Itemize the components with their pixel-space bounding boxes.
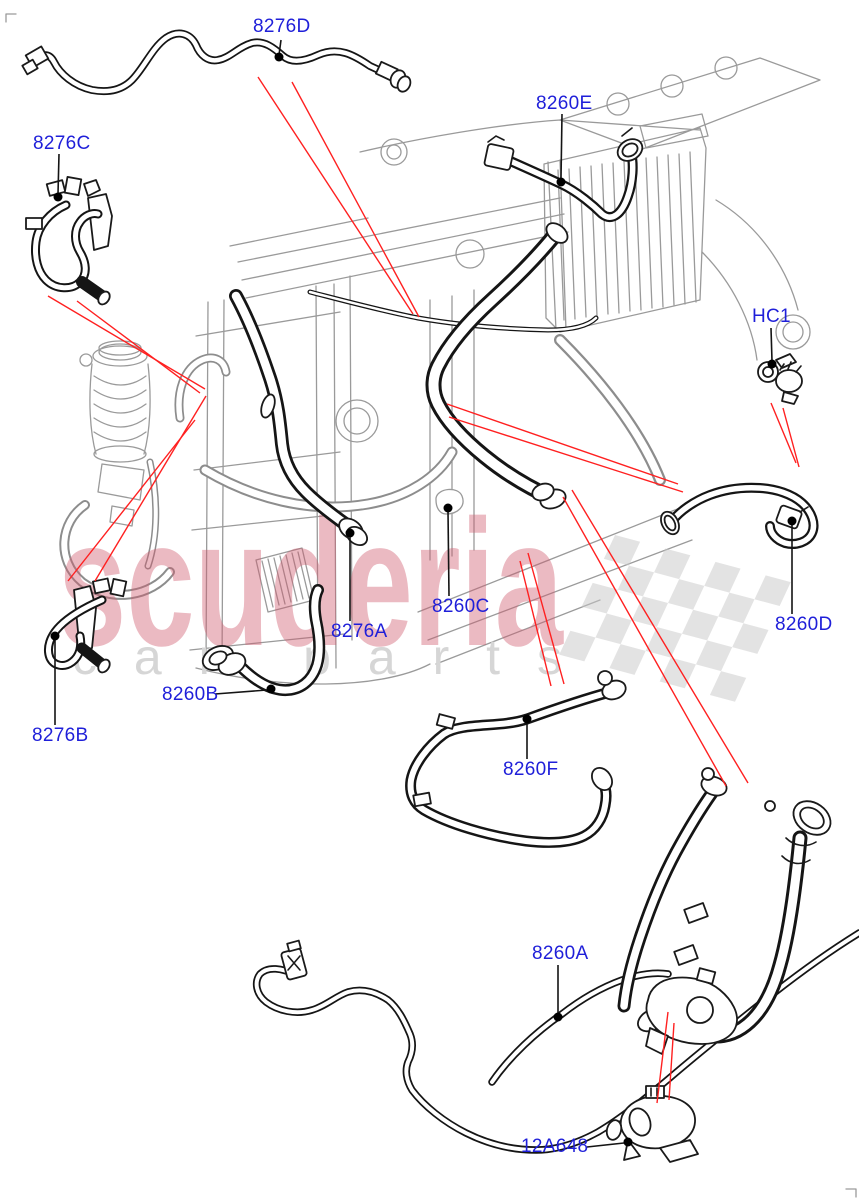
- part-label-HC1[interactable]: HC1: [752, 306, 791, 327]
- pointer-lines-layer: [47, 76, 800, 1104]
- part-label-12A648[interactable]: 12A648: [521, 1136, 589, 1157]
- leader-dot-HC1: [767, 359, 777, 369]
- leader-dot-8276C: [53, 192, 63, 202]
- part-label-8260E[interactable]: 8260E: [536, 93, 593, 114]
- hose-8276d-art: [21, 34, 412, 94]
- part-label-8260F[interactable]: 8260F: [503, 759, 559, 780]
- hose-8260d-art: [660, 488, 813, 544]
- hose-8260f-art: [411, 670, 627, 842]
- hose-8260e-art: [483, 127, 644, 217]
- leader-dot-8260D: [787, 516, 797, 526]
- background-engine-art: [189, 56, 821, 685]
- radiator-art: [543, 113, 709, 333]
- pointer-line-8276D: [291, 81, 420, 318]
- part-label-8276D[interactable]: 8276D: [253, 16, 311, 37]
- pointer-line-8276C: [47, 295, 206, 390]
- leader-line-8276D: [278, 39, 282, 56]
- pointer-line-HC1: [770, 402, 797, 464]
- leader-dot-8260A: [553, 1012, 563, 1022]
- leader-line-HC1: [770, 327, 773, 362]
- hose-8276c-art: [25, 176, 113, 306]
- leader-line-12A648: [586, 1142, 625, 1148]
- leader-dot-8260B: [266, 684, 276, 694]
- part-label-8276B[interactable]: 8276B: [32, 725, 89, 746]
- leader-line-8260B: [214, 689, 268, 695]
- leader-dot-8276A: [345, 528, 355, 538]
- pointer-line-12A648: [668, 1022, 675, 1101]
- pointer-line-12A648: [656, 1011, 669, 1104]
- hose-8260b-art: [201, 590, 319, 690]
- pointer-line-8260F: [527, 552, 565, 685]
- corner-mark-top-left: [5, 13, 17, 23]
- leader-line-8260E: [560, 113, 563, 180]
- part-label-8276A[interactable]: 8276A: [331, 621, 388, 642]
- leader-dot-8276B: [50, 631, 60, 641]
- pointer-line-8260D: [448, 416, 684, 493]
- pointer-line-8276B: [94, 395, 207, 582]
- hc1-clamp-art: [757, 353, 803, 405]
- watermark-brand-text: scuderia: [58, 483, 564, 684]
- leader-dot-8260F: [522, 714, 532, 724]
- part-label-8260B[interactable]: 8260B: [162, 684, 219, 705]
- pointer-line-8260A: [562, 496, 727, 787]
- leader-line-8276C: [57, 153, 60, 195]
- leader-dot-8260E: [556, 177, 566, 187]
- leader-line-8260C: [447, 510, 450, 597]
- corner-mark-bottom-right: [845, 1188, 857, 1198]
- leader-dot-8276D: [274, 52, 284, 62]
- pointer-line-8260A: [571, 489, 749, 784]
- hose-upper-main-art: [434, 222, 569, 510]
- leader-dot-12A648: [623, 1137, 633, 1147]
- pump-12a648-art: [605, 1085, 699, 1163]
- part-label-8260C[interactable]: 8260C: [432, 596, 490, 617]
- leader-dot-8260C: [443, 503, 453, 513]
- pointer-line-8276B: [67, 419, 196, 582]
- pointer-line-8276C: [76, 300, 201, 394]
- part-label-8276C[interactable]: 8276C: [33, 133, 91, 154]
- pointer-line-HC1: [782, 407, 800, 468]
- hose-8276b-art: [48, 577, 128, 674]
- expansion-tank-art: [79, 340, 151, 527]
- leader-lines-layer: [50, 39, 797, 1148]
- hose-assembly-bottom-right-art: [624, 767, 832, 1055]
- part-label-8260D[interactable]: 8260D: [775, 614, 833, 635]
- checkered-flag-watermark: [559, 535, 791, 702]
- pointer-line-8260D: [446, 403, 679, 485]
- part-label-8260A[interactable]: 8260A: [532, 943, 589, 964]
- pointer-line-8276D: [257, 76, 414, 315]
- pointer-line-8260F: [519, 560, 552, 687]
